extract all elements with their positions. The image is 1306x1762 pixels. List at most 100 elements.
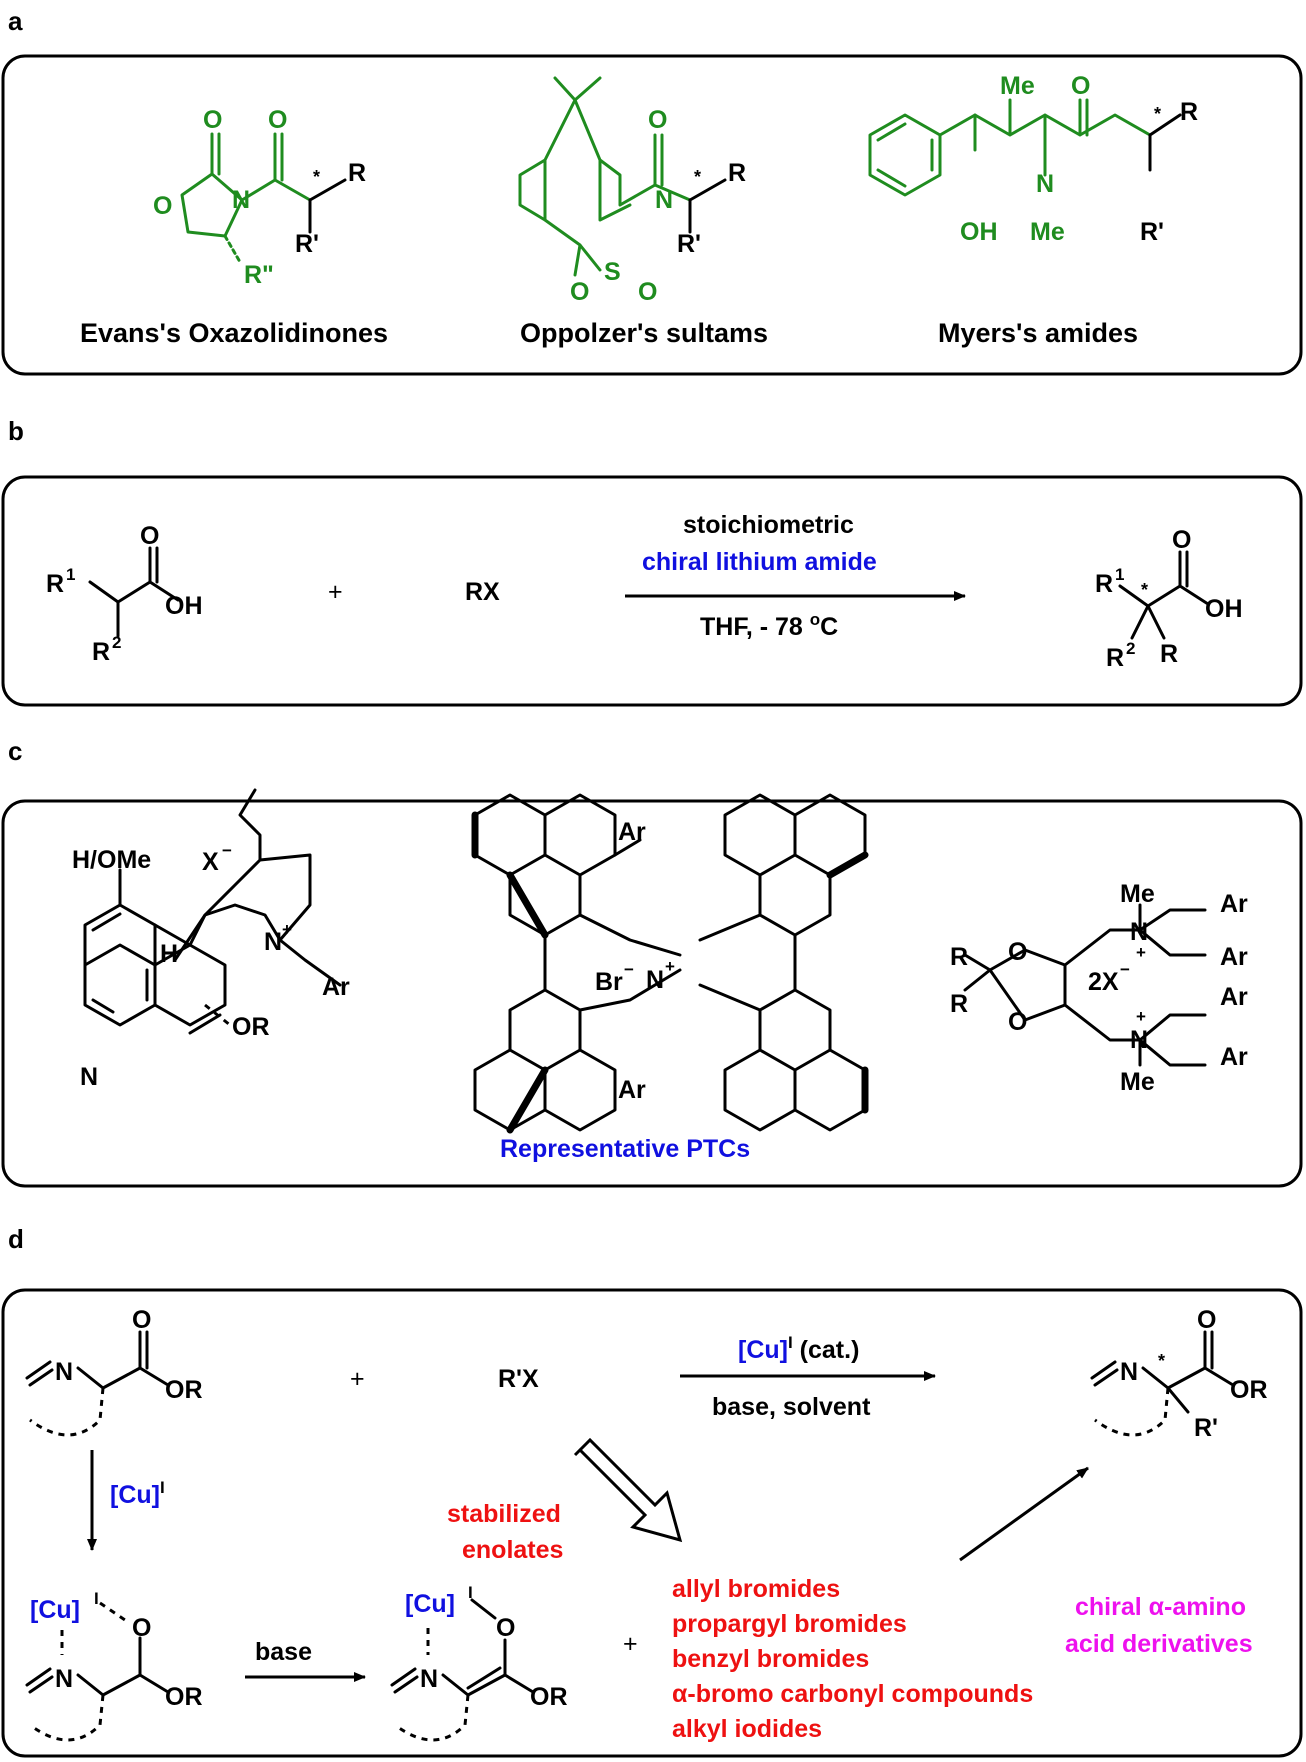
svg-text:N: N	[1036, 170, 1054, 198]
diagonal-arrow-to-product	[959, 1466, 1089, 1562]
svg-text:−: −	[624, 960, 634, 979]
svg-text:OR: OR	[530, 1683, 568, 1711]
electrophile-2: propargyl bromides	[672, 1610, 907, 1638]
svg-text:O: O	[1008, 1008, 1027, 1036]
svg-text:*: *	[1141, 580, 1148, 600]
svg-text:O: O	[153, 192, 172, 220]
svg-text:OR: OR	[232, 1013, 270, 1041]
svg-text:O: O	[132, 1614, 151, 1642]
svg-text:OR: OR	[165, 1683, 203, 1711]
svg-text:N: N	[80, 1063, 98, 1091]
svg-text:O: O	[570, 278, 589, 306]
svg-text:R: R	[92, 638, 110, 666]
reagent-r-prime-x: R'X	[498, 1365, 539, 1393]
svg-text:R': R'	[677, 230, 701, 258]
svg-text:Me: Me	[1120, 880, 1155, 908]
panel-label-c: c	[8, 736, 22, 766]
enolate-label-line1: stabilized	[447, 1500, 561, 1528]
svg-text:N: N	[55, 1665, 73, 1693]
svg-text:X: X	[202, 848, 219, 876]
svg-text:Ar: Ar	[1220, 890, 1248, 918]
svg-text:R: R	[1180, 98, 1198, 126]
panel-label-d: d	[8, 1224, 24, 1254]
catalyst-label: [Cu]I (cat.)	[738, 1333, 859, 1364]
product-label-line2: acid derivatives	[1065, 1630, 1253, 1658]
svg-text:N: N	[1120, 1358, 1138, 1386]
svg-text:I: I	[468, 1583, 473, 1602]
svg-text:−: −	[1120, 960, 1130, 979]
svg-text:OH: OH	[1205, 595, 1243, 623]
plus-d-1: +	[350, 1365, 365, 1393]
svg-text:Me: Me	[1030, 218, 1065, 246]
condition-temperature: THF, - 78 oC	[700, 610, 838, 641]
svg-text:+: +	[1136, 943, 1146, 962]
svg-text:I: I	[94, 1589, 99, 1608]
alpha-amino-product: N O OR R' *	[1090, 1306, 1268, 1442]
condition-chiral-lithium-amide: chiral lithium amide	[642, 548, 877, 576]
svg-text:N: N	[646, 966, 664, 994]
svg-text:R': R'	[1194, 1414, 1218, 1442]
svg-text:O: O	[132, 1306, 151, 1334]
svg-text:R: R	[1095, 570, 1113, 598]
alkylated-acid-product: R 1 O OH R 2 R *	[1095, 526, 1243, 672]
caption-evans: Evans's Oxazolidinones	[80, 318, 388, 348]
caption-myers: Myers's amides	[938, 318, 1138, 348]
svg-text:*: *	[694, 167, 701, 187]
svg-text:*: *	[1154, 104, 1161, 124]
oppolzer-sultam-structure: O N S O O R R' *	[518, 76, 746, 306]
svg-text:N: N	[55, 1358, 73, 1386]
svg-text:+: +	[282, 920, 292, 939]
svg-text:O: O	[496, 1614, 515, 1642]
imine-ester-substrate: N O OR	[25, 1306, 203, 1437]
svg-text:H/OMe: H/OMe	[72, 846, 151, 874]
plus-b: +	[328, 578, 343, 606]
electrophile-1: allyl bromides	[672, 1575, 840, 1603]
svg-text:Ar: Ar	[1220, 1043, 1248, 1071]
svg-text:Br: Br	[595, 968, 623, 996]
svg-text:R": R"	[244, 261, 274, 289]
electrophile-4: α-bromo carbonyl compounds	[672, 1680, 1033, 1708]
plus-d-2: +	[623, 1630, 638, 1658]
electrophile-3: benzyl bromides	[672, 1645, 869, 1673]
svg-text:N: N	[1130, 918, 1148, 946]
svg-text:OH: OH	[165, 592, 203, 620]
svg-text:R': R'	[1140, 218, 1164, 246]
panel-d-frame	[1, 1288, 1303, 1758]
svg-text:O: O	[140, 522, 159, 550]
svg-text:Ar: Ar	[322, 973, 350, 1001]
svg-text:1: 1	[66, 565, 75, 584]
evans-oxazolidinone-structure: O O O N R R' * R"	[153, 106, 366, 289]
svg-text:O: O	[203, 106, 222, 134]
svg-text:Ar: Ar	[618, 1076, 646, 1104]
svg-text:O: O	[648, 106, 667, 134]
electrophile-5: alkyl iodides	[672, 1715, 822, 1743]
svg-text:N: N	[264, 928, 282, 956]
svg-text:R: R	[728, 159, 746, 187]
binaphthyl-ptc-structure: Ar Ar Br − N +	[471, 793, 869, 1134]
svg-text:+: +	[1136, 1007, 1146, 1026]
svg-text:−: −	[222, 841, 232, 860]
svg-text:R: R	[1106, 644, 1124, 672]
svg-text:OR: OR	[165, 1376, 203, 1404]
svg-text:R: R	[348, 159, 366, 187]
svg-text:*: *	[1158, 1351, 1165, 1371]
panel-label-b: b	[8, 416, 24, 446]
svg-text:R: R	[46, 570, 64, 598]
svg-text:OH: OH	[960, 218, 998, 246]
svg-text:N: N	[655, 186, 673, 214]
caption-representative-ptcs: Representative PTCs	[500, 1135, 750, 1163]
cinchona-ptc-structure: H/OMe X − H N + OR N Ar	[72, 788, 350, 1091]
panel-b-frame	[1, 475, 1303, 707]
svg-text:R: R	[1160, 640, 1178, 668]
caption-oppolzer: Oppolzer's sultams	[520, 318, 768, 348]
svg-text:Me: Me	[1120, 1068, 1155, 1096]
svg-text:R: R	[950, 990, 968, 1018]
svg-text:Me: Me	[1000, 72, 1035, 100]
svg-text:[Cu]: [Cu]	[30, 1596, 80, 1624]
svg-text:O: O	[1172, 526, 1191, 554]
svg-text:R: R	[950, 943, 968, 971]
svg-text:OR: OR	[1230, 1376, 1268, 1404]
down-arrow-cu-label: [Cu]I	[110, 1478, 165, 1509]
carboxylic-acid-substrate: R 1 O OH R 2	[46, 522, 203, 666]
